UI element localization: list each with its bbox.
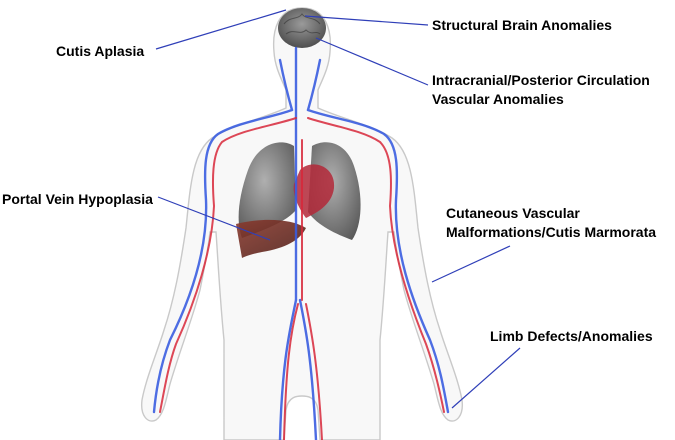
left-lung	[238, 142, 296, 238]
leader-line-portal-vein	[157, 196, 271, 241]
label-intracranial-vascular-anomalies: Intracranial/Posterior Circulation Vascu…	[432, 71, 650, 109]
label-portal-vein-line-1: Portal Vein Hypoplasia	[2, 191, 153, 207]
label-limb-defects-anomalies: Limb Defects/Anomalies	[490, 327, 653, 346]
label-limb-defects-line-1: Limb Defects/Anomalies	[490, 328, 653, 344]
label-cutaneous-vascular-malformations: Cutaneous Vascular Malformations/Cutis M…	[446, 204, 656, 242]
label-structural-brain-line-1: Structural Brain Anomalies	[432, 17, 612, 33]
label-portal-vein-hypoplasia: Portal Vein Hypoplasia	[2, 190, 153, 209]
label-cutaneous-line-2: Malformations/Cutis Marmorata	[446, 224, 657, 240]
leader-line-cutaneous-vascular	[431, 245, 511, 283]
arterial-system	[159, 117, 445, 440]
leader-line-limb-defects	[451, 347, 521, 409]
label-intracranial-line-2: Vascular Anomalies	[432, 91, 564, 107]
label-cutis-aplasia: Cutis Aplasia	[56, 42, 144, 61]
brain	[278, 8, 326, 48]
brain-folds	[283, 13, 321, 35]
label-cutaneous-line-1: Cutaneous Vascular	[446, 205, 580, 221]
venous-system	[152, 46, 450, 440]
liver	[236, 219, 306, 258]
leader-line-cutis-aplasia	[155, 9, 287, 50]
label-structural-brain-anomalies: Structural Brain Anomalies	[432, 16, 612, 35]
leader-lines	[155, 9, 521, 409]
heart	[293, 164, 335, 218]
label-cutis-aplasia-line-1: Cutis Aplasia	[56, 43, 145, 59]
label-intracranial-line-1: Intracranial/Posterior Circulation	[432, 72, 650, 88]
leader-line-structural-brain	[304, 15, 429, 26]
leader-line-intracranial	[315, 37, 429, 86]
